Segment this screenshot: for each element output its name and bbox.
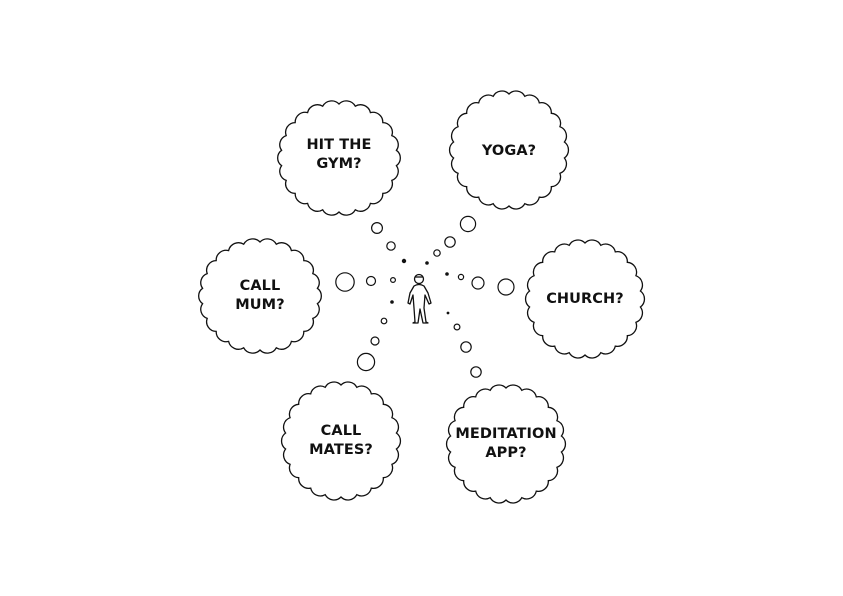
thought-line: GYM? — [316, 156, 362, 172]
thought-bubble-icon — [453, 323, 461, 331]
thought-cloud-meditation — [445, 384, 567, 504]
thought-label-church: CHURCH? — [529, 269, 641, 329]
thought-cloud-church — [524, 239, 646, 359]
thought-bubble-icon — [390, 300, 394, 304]
thought-bubble-icon — [356, 352, 376, 372]
thought-label-mum: CALL MUM? — [204, 266, 316, 326]
thought-bubble-icon — [401, 258, 407, 264]
thought-line: MUM? — [235, 297, 285, 313]
thought-bubble-icon — [433, 249, 441, 257]
thought-bubble-icon — [386, 241, 396, 251]
thought-bubble-icon — [390, 277, 397, 284]
thought-bubble-icon — [457, 273, 465, 281]
thought-line: MEDITATION — [455, 426, 557, 442]
thought-line: HIT THE — [306, 137, 372, 153]
thought-bubble-icon — [446, 311, 450, 315]
thought-bubble-icon — [444, 236, 456, 248]
thought-cloud-gym — [277, 100, 401, 216]
thought-line: CALL — [239, 278, 281, 294]
thought-bubble-icon — [470, 366, 482, 378]
thought-label-meditation: MEDITATION APP? — [450, 414, 562, 474]
thought-line: MATES? — [309, 442, 373, 458]
thought-cloud-yoga — [448, 90, 570, 210]
thought-bubble-icon — [370, 336, 380, 346]
thought-cloud-mum — [198, 238, 322, 354]
thought-bubble-icon — [497, 278, 515, 296]
thought-label-gym: HIT THE GYM? — [283, 125, 395, 185]
thought-bubble-icon — [335, 272, 355, 292]
thought-bubble-icon — [365, 275, 377, 287]
thought-line: CALL — [320, 423, 362, 439]
thought-cloud-mates — [280, 381, 402, 501]
thought-trails — [335, 215, 515, 378]
thought-line: APP? — [485, 445, 527, 461]
thought-bubble-icon — [471, 276, 485, 290]
thought-bubble-icon — [460, 341, 472, 353]
thought-label-mates: CALL MATES? — [285, 411, 397, 471]
thought-bubble-icon — [459, 215, 477, 233]
thought-clouds — [198, 90, 646, 504]
thought-bubble-icon — [380, 317, 388, 325]
thought-bubble-icon — [445, 272, 449, 276]
thought-bubble-icon — [371, 222, 384, 235]
thought-label-yoga: YOGA? — [453, 121, 565, 181]
person-figure-icon — [407, 273, 432, 324]
thought-line: CHURCH? — [546, 290, 624, 307]
thought-line: YOGA? — [481, 142, 537, 159]
thought-bubble-icon — [425, 261, 429, 265]
